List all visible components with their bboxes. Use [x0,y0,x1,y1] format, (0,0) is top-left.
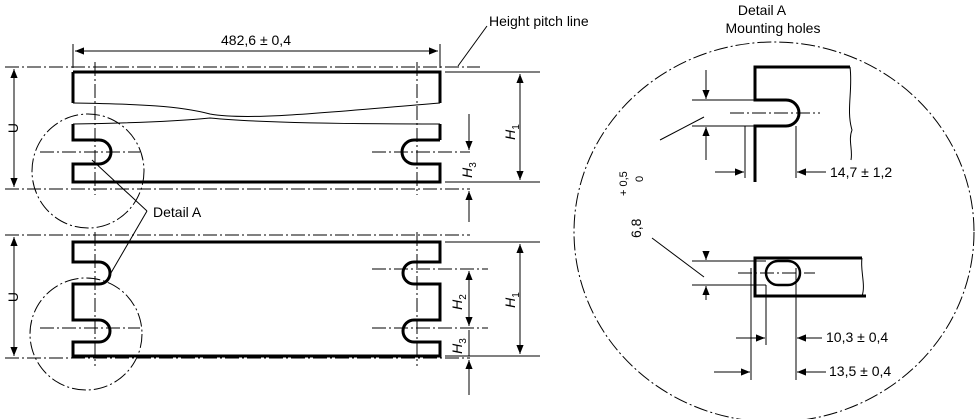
upper-panel-break-line-2 [72,117,441,125]
slot-height-tol-upper: + 0,5 [618,171,630,196]
h3-upper-label: H3 [459,162,479,178]
left-dimensions: 482,6 ± 0,4 Height pitch line U U Detail… [5,13,589,356]
detail-hole-part [753,256,866,298]
h1-upper-label: H1 [502,124,522,140]
detail-a-enlarged-circle [573,41,975,419]
height-pitch-leader [457,25,488,67]
detail-a-subtitle: Mounting holes [726,20,821,36]
detail-a-title: Detail A [738,2,787,18]
slot-height-dimension-label: 6,8 [628,218,644,238]
pitch-lines [5,44,540,359]
detail-slot-leader [659,116,705,141]
upper-panel-outline [71,70,442,184]
lower-panel-outline [71,240,442,358]
hole-outer-dimension-label: 13,5 ± 0,4 [829,363,891,379]
lower-detail-a-circle [29,277,143,391]
detail-a-view: Detail A Mounting holes 14,7 ± 1,2 6,8 +… [573,2,975,419]
hole-inner-dimension-label: 10,3 ± 0,4 [826,329,888,345]
width-dimension-label: 482,6 ± 0,4 [221,32,291,48]
detail-slot-break-line [848,66,853,161]
slot-height-tol-lower: 0 [634,176,646,182]
detail-a-leader-lower [107,210,148,279]
upper-detail-a-circle [31,113,145,229]
u-lower-label: U [5,292,21,302]
detail-a-leader-upper [91,159,148,212]
slot-width-dimension-label: 14,7 ± 1,2 [830,164,892,180]
h2-label: H2 [449,294,469,310]
detail-a-callout-label: Detail A [153,204,202,220]
right-dimensions: H1 H1 H3 H2 H3 [449,74,524,395]
detail-slot-part [753,65,850,182]
lower-panel [29,232,488,391]
u-upper-label: U [5,123,21,133]
detail-hole-leader [651,237,705,278]
upper-panel-break-line [72,102,441,117]
detail-hole-break-line [861,257,864,297]
h1-lower-label: H1 [502,292,522,308]
upper-panel [31,62,470,229]
height-pitch-line-label: Height pitch line [489,13,589,29]
h3-lower-label: H3 [449,338,469,354]
